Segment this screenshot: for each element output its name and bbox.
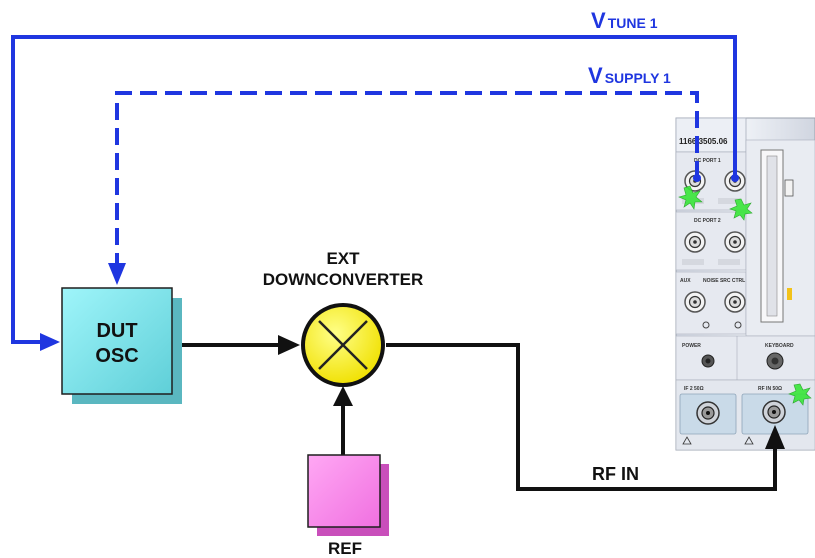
vtune-label-v: V: [591, 8, 606, 33]
dut-to-mixer-line: [174, 335, 300, 355]
floppy-drive: [760, 149, 794, 323]
ext-downconverter-label-line2: DOWNCONVERTER: [263, 270, 424, 289]
mixer-to-rf-in-line: [386, 343, 785, 491]
ref-label: REF: [328, 539, 362, 558]
vsupply-label-v: V: [588, 63, 603, 88]
aux-connector[interactable]: [684, 291, 706, 313]
highlight-star-icon: [678, 185, 812, 406]
ref-to-mixer-line: [333, 386, 353, 455]
dut-label-line1: DUT: [96, 320, 137, 342]
power-jack[interactable]: [701, 354, 715, 368]
dut-label-line2: OSC: [95, 345, 138, 367]
keyboard-jack[interactable]: [766, 352, 784, 370]
vtune-connection: [11, 35, 739, 351]
vsupply-connection: [108, 91, 701, 285]
power-label: POWER: [682, 343, 701, 349]
noise-src-ctrl-label: NOISE SRC CTRL: [703, 278, 745, 284]
instrument-model-label: 1166.3505.06: [679, 137, 728, 146]
keyboard-label: KEYBOARD: [765, 343, 794, 349]
dc-port-2-left-connector[interactable]: [684, 231, 706, 253]
rf-in-panel-label: RF IN 50Ω: [758, 386, 782, 392]
if2-label: IF 2 50Ω: [684, 386, 704, 392]
dc-port-1-label: DC PORT 1: [694, 158, 721, 164]
dc-port-2-right-connector[interactable]: [724, 231, 746, 253]
reference-block: [307, 454, 389, 536]
if2-connector[interactable]: [696, 401, 720, 425]
noise-src-connector[interactable]: [724, 291, 746, 313]
downconverter-mixer-icon: [301, 303, 385, 387]
vsupply-label-sub: SUPPLY 1: [605, 70, 671, 86]
rf-in-label: RF IN: [592, 464, 639, 484]
ext-downconverter-label-line1: EXT: [326, 249, 360, 268]
dut-oscillator-block: DUT OSC: [61, 287, 182, 404]
rf-in-connector[interactable]: [762, 400, 786, 424]
vtune-label-sub: TUNE 1: [608, 15, 658, 31]
dc-port-2-label: DC PORT 2: [694, 218, 721, 224]
aux-label: AUX: [680, 278, 691, 284]
